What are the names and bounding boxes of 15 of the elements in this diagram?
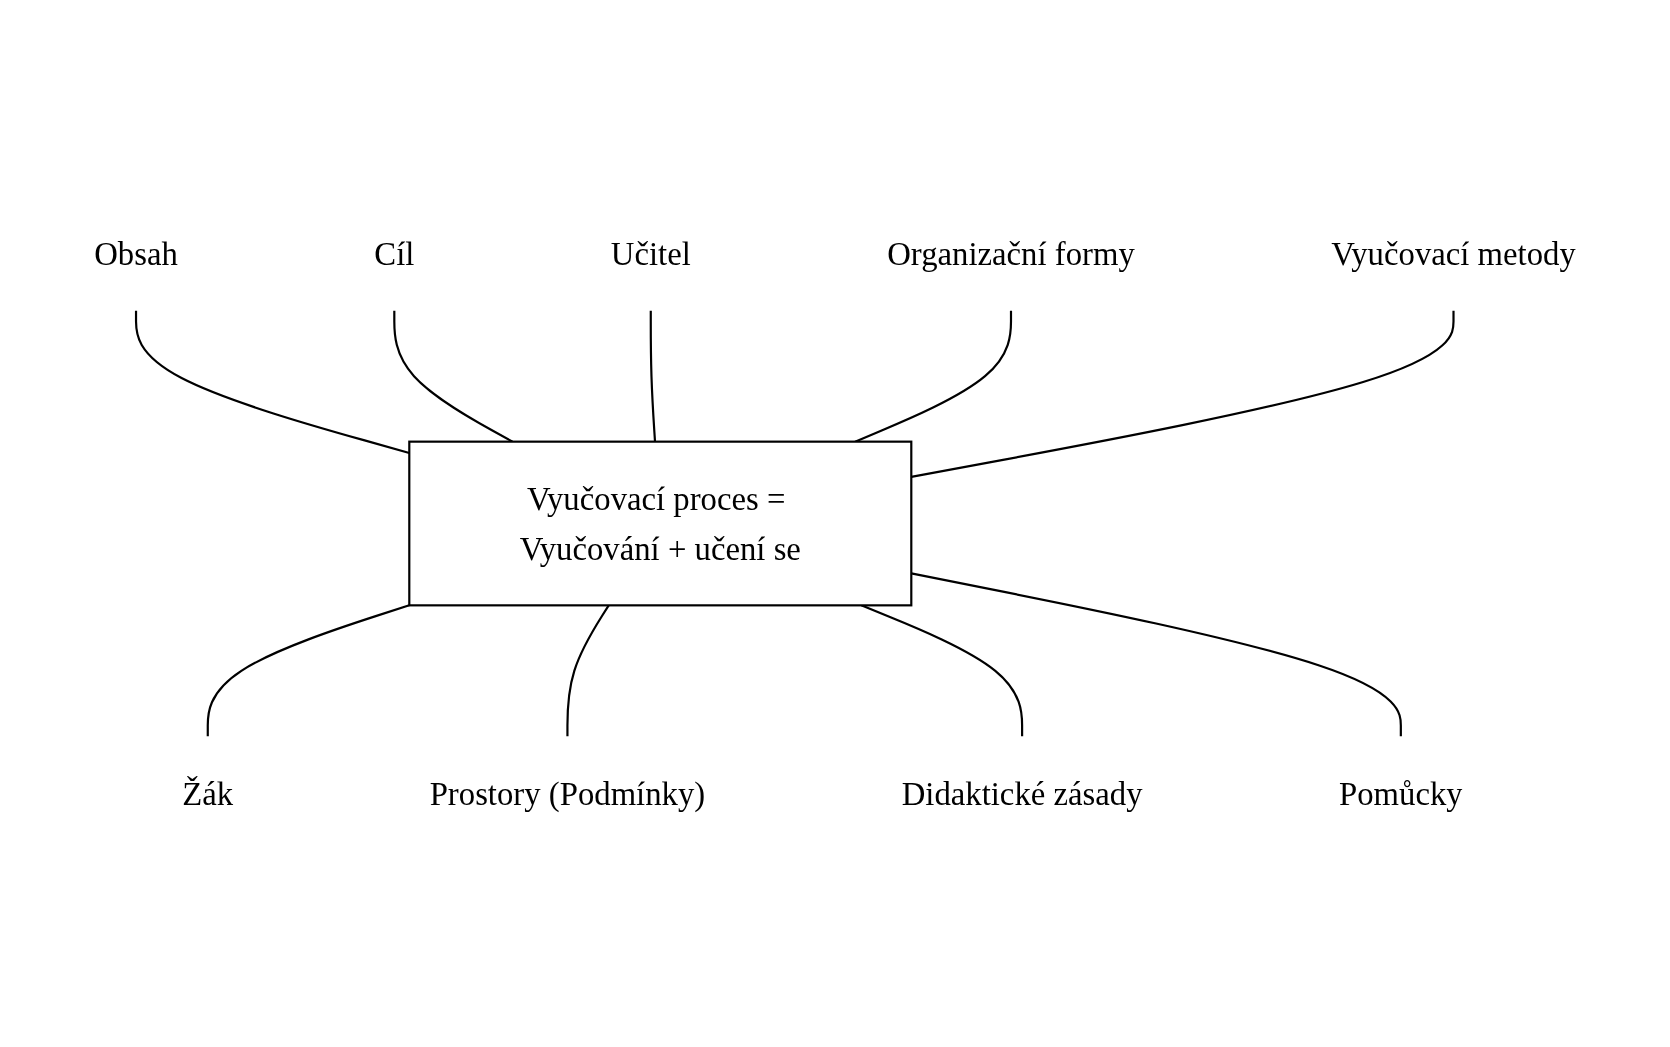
node-text: Pomůcky [1338,775,1463,812]
connector [649,310,657,442]
connector [206,604,410,737]
node-text: Žák [182,775,234,812]
node-text: Prostory (Podmínky) [429,775,706,812]
connector [911,572,1402,737]
connector [134,310,410,454]
connector [911,310,1455,478]
node-text: Didaktické zásady [901,775,1143,812]
node-text: Učitel [610,235,691,272]
node-box: Vyučovací proces = Vyučování + učení se [408,440,913,607]
node-text: Cíl [374,235,415,272]
node-text: Organizační formy [887,235,1135,272]
node-text: Obsah [94,235,178,272]
node-text: Vyučovací metody [1331,235,1576,272]
